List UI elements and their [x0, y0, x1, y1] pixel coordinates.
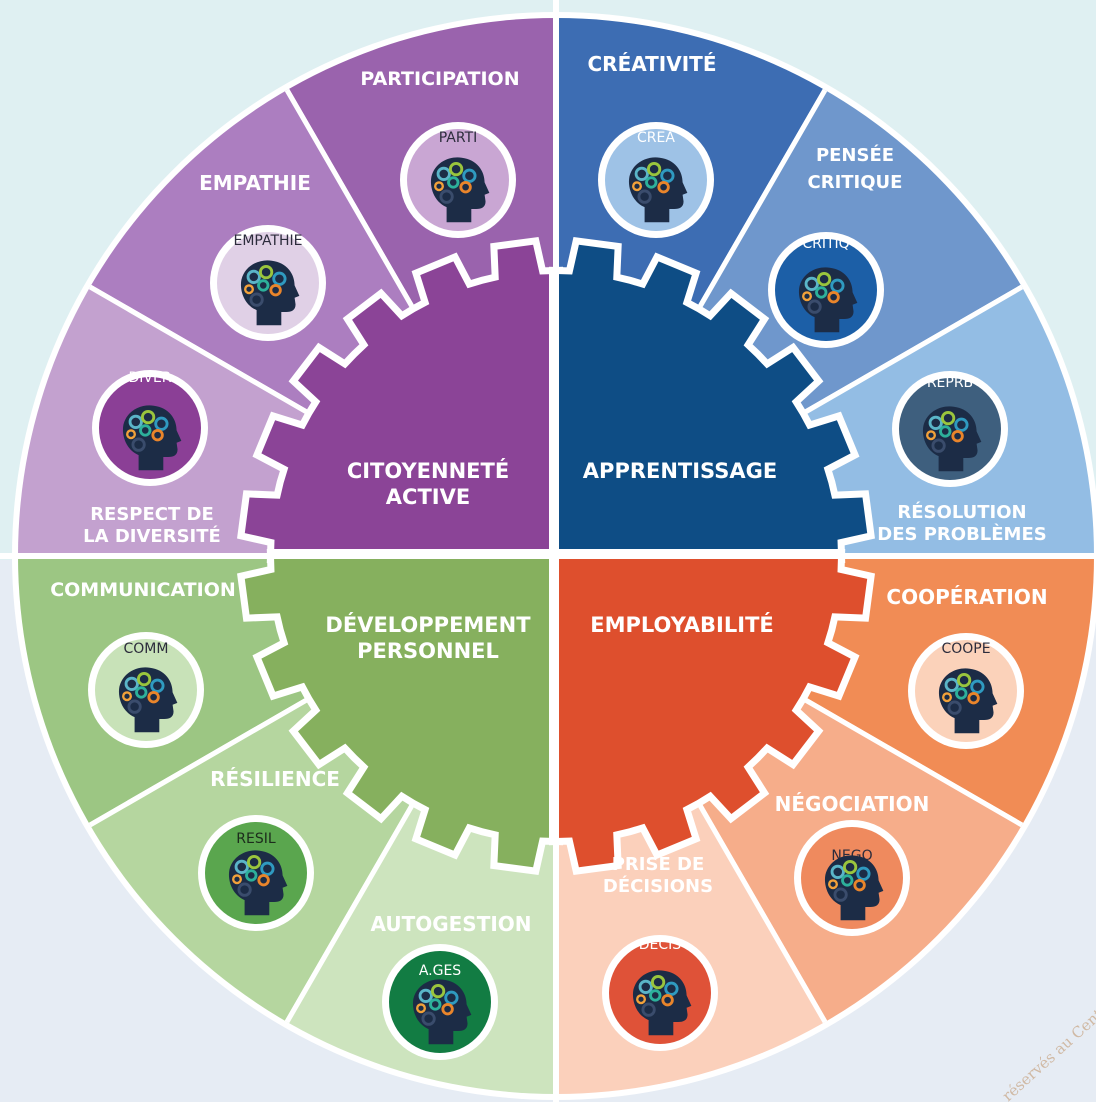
segment-label-line2: DÉCISIONS: [603, 875, 713, 897]
badge-code: CREA: [637, 130, 675, 146]
segment-label: COOPÉRATION: [886, 585, 1047, 609]
badge-code: COMM: [124, 641, 169, 657]
segment-label-line2: CRITIQUE: [808, 172, 903, 193]
segment-label: COMMUNICATION: [50, 579, 236, 601]
badge-code: REPRB: [927, 375, 973, 391]
segment-label: PENSÉE: [816, 144, 894, 166]
badge-code: A.GES: [419, 963, 461, 979]
badge-resil: RESIL: [198, 815, 314, 931]
quadrant-developpement: [237, 549, 563, 875]
quadrant-fill: [244, 244, 557, 557]
quadrant-title: APPRENTISSAGE: [583, 459, 777, 483]
segment-label: EMPATHIE: [199, 171, 311, 195]
badge-diver: DIVER: [92, 370, 208, 486]
quadrant-employabilite: [549, 549, 875, 875]
badge-parti: PARTI: [400, 122, 516, 238]
badge-nego: NEGO: [794, 820, 910, 936]
badge-empathie: EMPATHIE: [210, 225, 326, 341]
segment-label: NÉGOCIATION: [775, 792, 930, 816]
quadrant-title: CITOYENNETÉ: [347, 458, 509, 483]
quadrant-apprentissage: [549, 237, 875, 563]
badge-code: DECIS: [639, 937, 682, 953]
segment-label-line2: LA DIVERSITÉ: [83, 525, 221, 547]
segment-label: PRISE DE: [612, 854, 705, 875]
badge-decis: DECIS: [602, 935, 718, 1051]
badge-code: DIVER: [128, 370, 171, 386]
badge-comm: COMM: [88, 632, 204, 748]
segment-label-line2: DES PROBLÈMES: [877, 523, 1046, 545]
badge-code: RESIL: [236, 831, 276, 847]
quadrant-subtitle: ACTIVE: [386, 485, 470, 509]
badge-critiq: CRITIQ: [768, 232, 884, 348]
quadrant-fill: [556, 556, 868, 868]
segment-label: CRÉATIVITÉ: [588, 52, 717, 76]
quadrant-title: DÉVELOPPEMENT: [325, 612, 531, 637]
badge-ages: A.GES: [382, 944, 498, 1060]
badge-coope: COOPE: [908, 633, 1024, 749]
segment-label: AUTOGESTION: [370, 912, 531, 936]
segment-label: RÉSOLUTION: [897, 501, 1026, 523]
segment-label: RÉSILIENCE: [210, 767, 340, 791]
quadrant-fill: [556, 244, 868, 557]
segment-label: PARTICIPATION: [360, 68, 519, 90]
badge-code: PARTI: [439, 130, 478, 146]
badge-crea: CREA: [598, 122, 714, 238]
quadrant-subtitle: PERSONNEL: [357, 639, 499, 663]
badge-code: EMPATHIE: [233, 233, 302, 249]
badge-code: CRITIQ: [802, 236, 849, 252]
segment-label: RESPECT DE: [90, 504, 214, 525]
badge-code: COOPE: [941, 641, 990, 657]
quadrant-citoyennete: [237, 237, 563, 563]
quadrant-fill: [244, 556, 557, 868]
quadrant-title: EMPLOYABILITÉ: [590, 612, 774, 637]
badge-reprb: REPRB: [892, 371, 1008, 487]
